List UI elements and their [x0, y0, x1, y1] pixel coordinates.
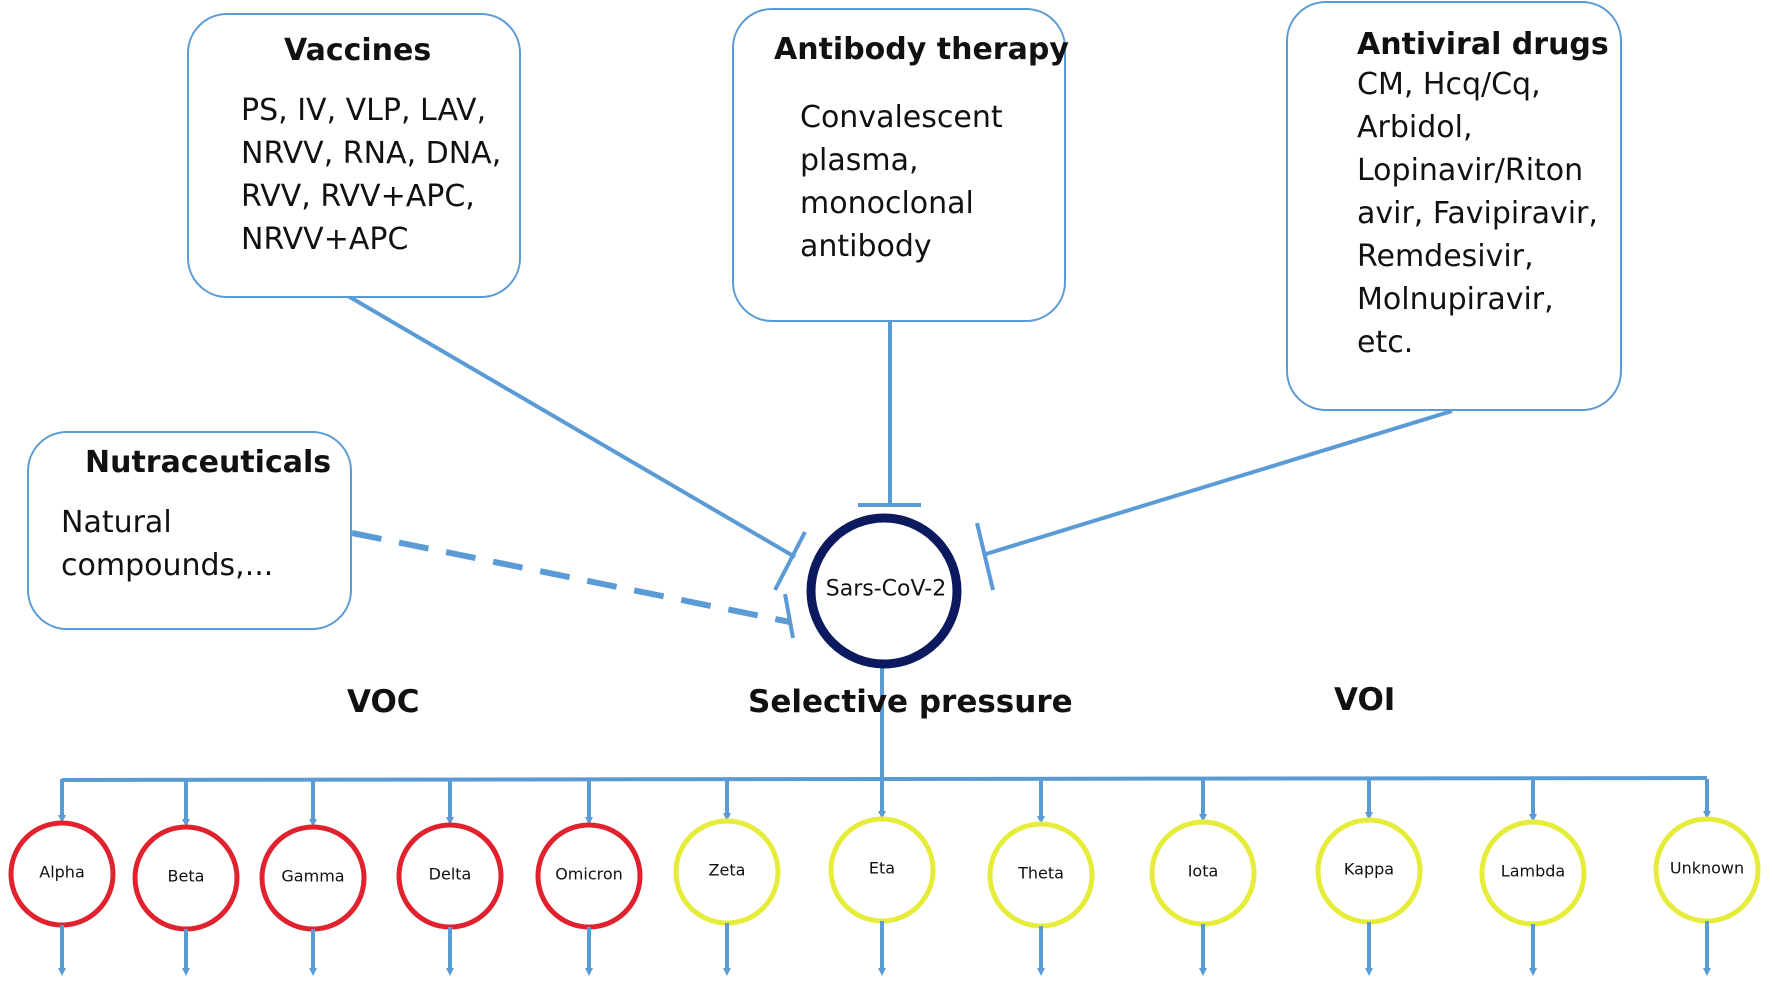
antiviral-drugs-box: Antiviral drugs CM, Hcq/Cq, Arbidol, Lop…: [1286, 1, 1622, 411]
antiviral-drugs-title: Antiviral drugs: [1357, 27, 1609, 62]
variant-label-iota: Iota: [1187, 861, 1219, 881]
antibody-therapy-list: Convalescent plasma, monoclonal antibody: [800, 100, 1003, 264]
variant-label-theta: Theta: [1018, 863, 1064, 883]
variant-label-eta: Eta: [868, 858, 896, 878]
antiviral-drugs-list: CM, Hcq/Cq, Arbidol, Lopinavir/Riton avi…: [1357, 67, 1598, 360]
variant-label-beta: Beta: [167, 866, 205, 886]
nutraceuticals-box: Nutraceuticals Natural compounds,...: [27, 431, 352, 630]
nutraceuticals-dashed-line: [351, 530, 791, 625]
nutraceuticals-list: Natural compounds,...: [61, 505, 274, 583]
variant-bus: [61, 776, 1708, 782]
variant-label-kappa: Kappa: [1343, 859, 1395, 879]
nutraceuticals-inhibition-bar: [783, 593, 795, 639]
variant-label-delta: Delta: [428, 864, 472, 884]
antiviral-inhibition-line: [985, 409, 1453, 556]
nutraceuticals-title: Nutraceuticals: [85, 445, 332, 480]
variant-label-alpha: Alpha: [39, 862, 85, 882]
variant-label-lambda: Lambda: [1500, 861, 1566, 881]
selective-pressure-header: Selective pressure: [748, 684, 1073, 720]
variant-label-zeta: Zeta: [708, 860, 746, 880]
sars-cov-2-label: Sars-CoV-2: [825, 576, 947, 602]
vaccines-inhibition-bar: [773, 531, 807, 591]
vaccines-title: Vaccines: [284, 33, 432, 68]
voc-header: VOC: [347, 684, 420, 720]
sars-cov-2-ring: [806, 513, 962, 669]
vaccines-inhibition-line: [346, 294, 797, 559]
antibody-therapy-title: Antibody therapy: [774, 32, 1069, 67]
variant-label-omicron: Omicron: [555, 864, 623, 884]
vaccines-box: Vaccines PS, IV, VLP, LAV, NRVV, RNA, DN…: [187, 13, 521, 298]
antiviral-inhibition-bar: [975, 522, 995, 591]
variant-label-gamma: Gamma: [281, 866, 345, 886]
voi-header: VOI: [1334, 682, 1396, 718]
antibody-therapy-box: Antibody therapy Convalescent plasma, mo…: [732, 8, 1069, 322]
vaccines-list: PS, IV, VLP, LAV, NRVV, RNA, DNA, RVV, R…: [241, 93, 502, 257]
variant-label-unknown: Unknown: [1669, 858, 1745, 878]
